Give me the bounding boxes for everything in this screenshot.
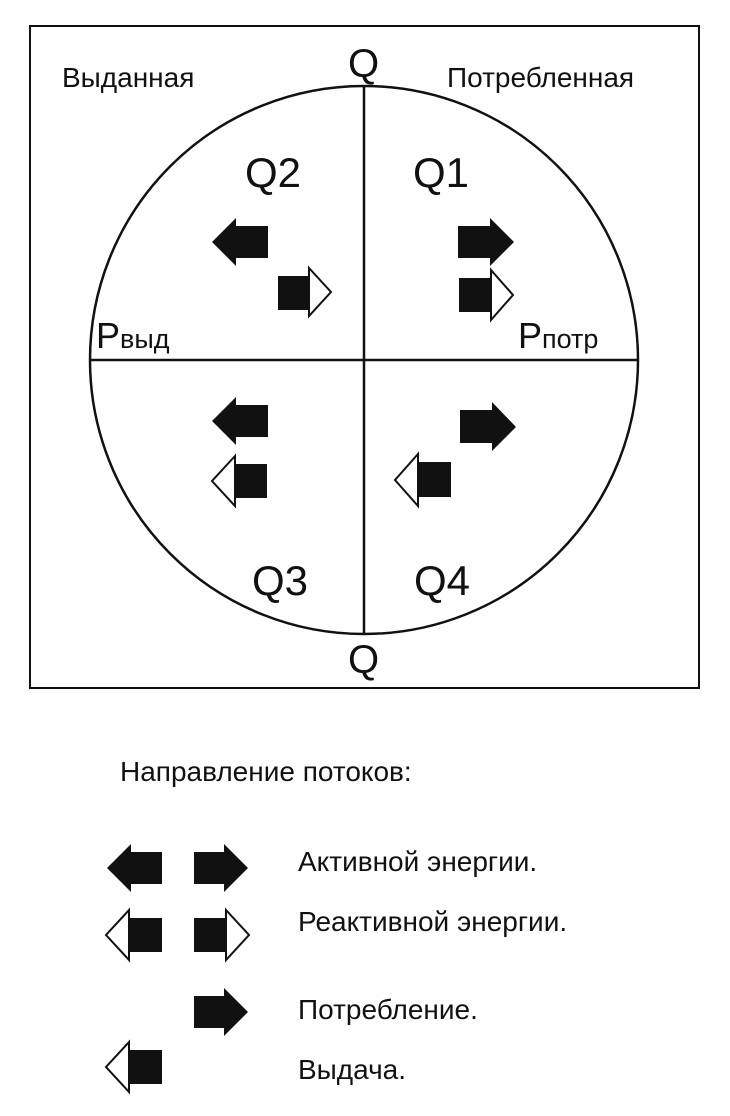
label-quadrant-q3: Q3 — [252, 557, 309, 604]
legend-output: Выдача. — [298, 1054, 407, 1085]
label-p-output-sub: выд — [120, 324, 170, 354]
label-quadrant-q2: Q2 — [245, 149, 302, 196]
legend-reactive-right-arrow — [194, 907, 251, 963]
reactive-arrow-left-q4 — [393, 451, 451, 509]
label-q-bottom: Q — [348, 638, 380, 682]
label-p-consumption: Pпотр — [518, 318, 598, 354]
active-arrow-right-q1 — [458, 218, 514, 266]
active-arrow-left-q3 — [212, 397, 268, 445]
active-arrow-left-q2 — [212, 218, 268, 266]
legend-consumption: Потребление. — [298, 994, 478, 1025]
reactive-arrow-right-q1 — [459, 267, 515, 323]
legend-active-right-arrow — [194, 844, 248, 892]
label-q-top: Q — [348, 42, 380, 86]
legend-title: Направление потоков: — [120, 756, 412, 787]
label-output: Выданная — [62, 62, 195, 93]
legend-active-energy: Активной энергии. — [298, 846, 538, 877]
reactive-arrow-left-q3 — [210, 453, 267, 509]
label-consumed: Потребленная — [447, 62, 635, 93]
diagram-frame — [29, 25, 700, 689]
legend-output-arrow — [104, 1039, 162, 1095]
label-p-output: Pвыд — [96, 318, 170, 354]
legend-consumption-arrow — [194, 988, 248, 1036]
reactive-arrow-right-q2 — [278, 265, 333, 319]
active-arrow-right-q4 — [460, 402, 516, 451]
label-quadrant-q1: Q1 — [413, 149, 470, 196]
label-quadrant-q4: Q4 — [414, 557, 471, 604]
legend-active-left-arrow — [107, 844, 162, 892]
legend-reactive-left-arrow — [104, 907, 162, 963]
label-p-consumption-sub: потр — [542, 324, 599, 354]
label-p-output-main: P — [96, 315, 121, 356]
label-p-consumption-main: P — [518, 315, 543, 356]
legend-reactive-energy: Реактивной энергии. — [298, 906, 568, 937]
